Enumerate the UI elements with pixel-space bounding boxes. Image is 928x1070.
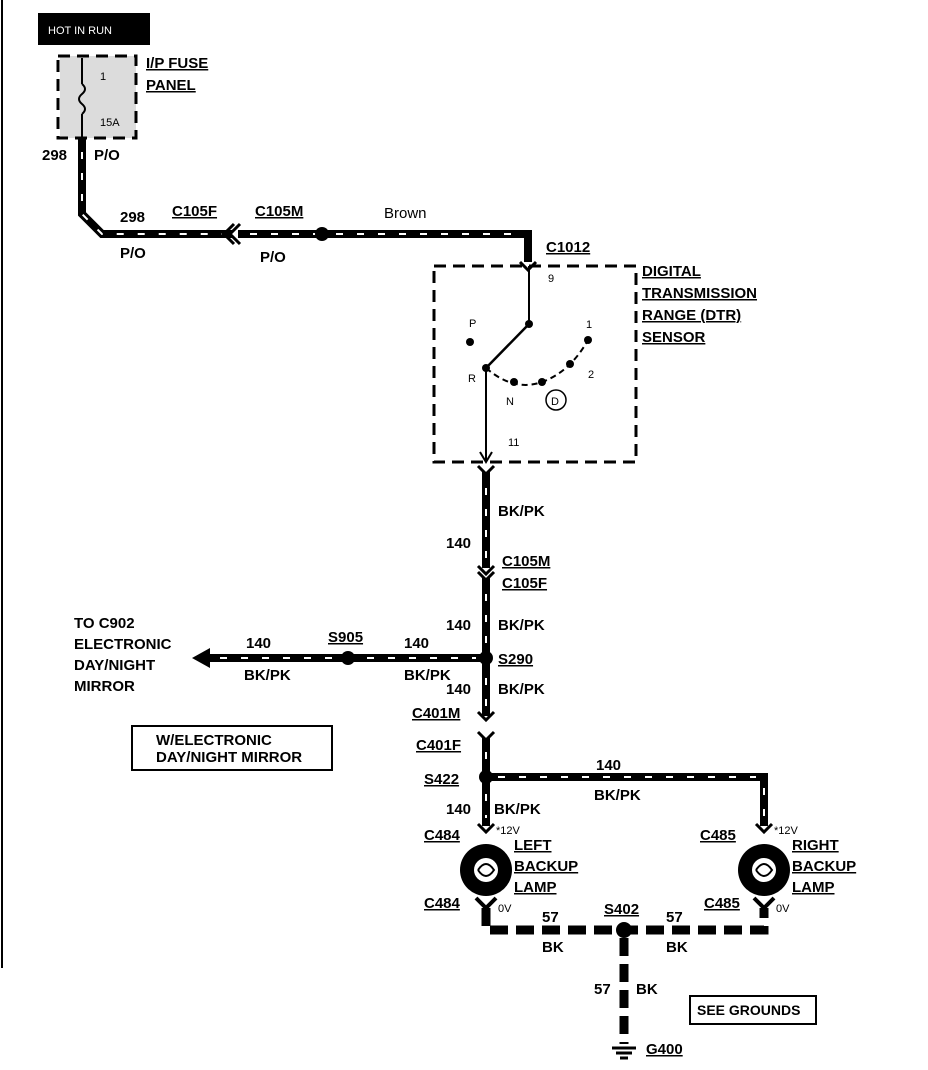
right-lamp-voltage-bottom: 0V	[776, 903, 790, 915]
position-1-label: 1	[586, 319, 592, 331]
connector-c105-icon	[227, 222, 242, 246]
circuit-140-color-g: BK/PK	[594, 787, 641, 804]
sensor-label-2: TRANSMISSION	[642, 285, 757, 302]
splice-s422-label: S422	[424, 771, 459, 788]
option-note-line1: W/ELECTRONIC	[156, 732, 272, 749]
pin-11-label: 11	[508, 437, 519, 449]
mirror-label-3: DAY/NIGHT	[74, 657, 155, 674]
connector-c401f-label: C401F	[416, 737, 461, 754]
circuit-140-color-f: BK/PK	[404, 667, 451, 684]
see-grounds-box: SEE GROUNDS	[689, 995, 817, 1025]
circuit-140-number-d: 140	[446, 801, 471, 818]
connector-c484-upper: C484	[424, 827, 461, 844]
option-note-line2: DAY/NIGHT MIRROR	[156, 749, 302, 766]
splice-s402-label: S402	[604, 901, 639, 918]
sensor-label-3: RANGE (DTR)	[642, 307, 741, 324]
circuit-140-color-d: BK/PK	[494, 801, 541, 818]
switch-arm	[485, 323, 530, 369]
circuit-57-color-b: BK	[666, 939, 688, 956]
right-backup-lamp: C485 *12V RIGHT BACKUP LAMP C485 0V	[700, 822, 856, 915]
left-backup-lamp: C484 *12V LEFT BACKUP LAMP C484 0V	[424, 822, 578, 915]
ground-g400-label: G400	[646, 1041, 683, 1058]
circuit-298-number-a: 298	[42, 147, 67, 164]
hot-in-run-label: HOT IN RUN	[48, 25, 112, 37]
circuit-140-number-c: 140	[446, 681, 471, 698]
right-lamp-voltage-top: *12V	[774, 825, 799, 837]
arrow-left-icon	[192, 648, 210, 668]
position-n-label: N	[506, 396, 514, 408]
connector-c485-upper: C485	[700, 827, 736, 844]
circuit-57-number-b: 57	[666, 909, 683, 926]
sensor-label-1: DIGITAL	[642, 263, 701, 280]
splice-s290-label: S290	[498, 651, 533, 668]
circuit-140-number-b: 140	[446, 617, 471, 634]
mirror-label-1: TO C902	[74, 615, 135, 632]
left-lamp-voltage-bottom: 0V	[498, 903, 512, 915]
splice-s402-dot	[616, 922, 632, 938]
mirror-label-4: MIRROR	[74, 678, 135, 695]
connector-c401-icon	[476, 710, 496, 723]
circuit-140-number-g: 140	[596, 757, 621, 774]
position-r-label: R	[468, 373, 476, 385]
circuit-140-color-c: BK/PK	[498, 681, 545, 698]
hot-in-run-banner: HOT IN RUN	[38, 13, 150, 45]
circuit-140-color-e: BK/PK	[244, 667, 291, 684]
circuit-140-mirror-branch: S905 140 BK/PK 140 BK/PK TO C902 ELECTRO…	[74, 615, 490, 695]
ground-circuit-57: S402 57 BK 57 BK 57 BK G400	[481, 901, 769, 1060]
connector-c105-lower-icon	[476, 564, 496, 577]
mirror-label-2: ELECTRONIC	[74, 636, 172, 653]
fuse-number: 1	[100, 71, 106, 83]
splice-s905-dot	[341, 651, 355, 665]
fuse-panel-label-1: I/P FUSE	[146, 55, 208, 72]
sensor-label-4: SENSOR	[642, 329, 706, 346]
circuit-298-number-b: 298	[120, 209, 145, 226]
fuse-icon	[78, 83, 86, 115]
circuit-298-color-b: P/O	[120, 245, 146, 262]
connector-c105f-lower: C105F	[502, 575, 547, 592]
connector-c105m-lower: C105M	[502, 553, 550, 570]
circuit-298: 298 P/O 298 P/O C105F C105M P/O Brown	[42, 138, 532, 266]
wire-color-annotation: Brown	[384, 205, 427, 222]
left-lamp-label-1: LEFT	[514, 837, 552, 854]
circuit-140-number-e: 140	[246, 635, 271, 652]
circuit-57-color-c: BK	[636, 981, 658, 998]
option-note-box: W/ELECTRONIC DAY/NIGHT MIRROR	[131, 725, 333, 771]
circuit-298-color-c: P/O	[260, 249, 286, 266]
circuit-140-color-b: BK/PK	[498, 617, 545, 634]
connector-c105f-label: C105F	[172, 203, 217, 220]
see-grounds-label: SEE GROUNDS	[697, 1002, 800, 1018]
circuit-140-color-a: BK/PK	[498, 503, 545, 520]
left-lamp-label-3: LAMP	[514, 879, 557, 896]
circuit-140-main: BK/PK 140 C105M C105F 140 BK/PK S290 140…	[412, 464, 550, 826]
connector-c484-lower: C484	[424, 895, 461, 912]
right-lamp-label-3: LAMP	[792, 879, 835, 896]
circuit-140-number-f: 140	[404, 635, 429, 652]
circuit-140-number-a: 140	[446, 535, 471, 552]
circuit-298-color-a: P/O	[94, 147, 120, 164]
fuse-rating: 15A	[100, 117, 120, 129]
connector-c105m-label: C105M	[255, 203, 303, 220]
circuit-140-right-branch: 140 BK/PK	[482, 757, 768, 826]
position-d-label: D	[551, 396, 559, 408]
circuit-57-number-a: 57	[542, 909, 559, 926]
pin-9-label: 9	[548, 273, 554, 285]
connector-c1012-label: C1012	[546, 239, 590, 256]
circuit-57-color-a: BK	[542, 939, 564, 956]
left-lamp-voltage-top: *12V	[496, 825, 521, 837]
splice-s905-label: S905	[328, 629, 363, 646]
position-p-label: P	[469, 318, 476, 330]
ip-fuse-panel: 1 15A I/P FUSE PANEL	[56, 54, 208, 140]
connector-c485-lower: C485	[704, 895, 740, 912]
fuse-panel-label-2: PANEL	[146, 77, 196, 94]
right-lamp-label-2: BACKUP	[792, 858, 856, 875]
dtr-sensor: 9 11 D P R N 1 2 DIGITAL TRANSMISSION RA…	[432, 263, 757, 464]
connector-c401m-label: C401M	[412, 705, 460, 722]
circuit-57-number-c: 57	[594, 981, 611, 998]
left-lamp-label-2: BACKUP	[514, 858, 578, 875]
right-lamp-label-1: RIGHT	[792, 837, 839, 854]
position-2-label: 2	[588, 369, 594, 381]
